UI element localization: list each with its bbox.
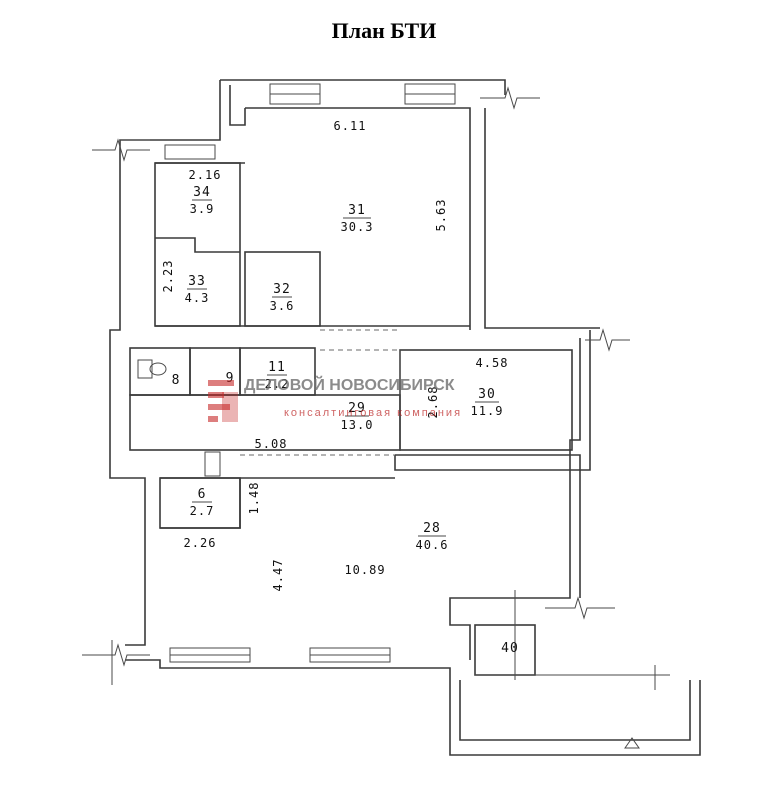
outer-walls — [109, 79, 701, 756]
dim-458: 4.58 — [476, 356, 509, 370]
plan-title: План БТИ — [331, 18, 437, 43]
break-marks — [82, 86, 656, 749]
room-28-number: 28 — [423, 521, 441, 536]
toilet-fixture — [137, 359, 167, 379]
watermark-brand: ДЕЛОВОЙ НОВОСИБИРСК — [244, 375, 455, 394]
watermark: ДЕЛОВОЙ НОВОСИБИРСК консалтинговая компа… — [208, 375, 462, 422]
room-8: 8 — [172, 373, 181, 388]
dim-148: 1.48 — [247, 482, 261, 515]
dim-447: 4.47 — [271, 559, 285, 592]
watermark-logo-icon — [208, 380, 238, 422]
room-31-area: 30.3 — [341, 220, 374, 234]
room-29-number: 29 — [348, 401, 366, 416]
room-33-number: 33 — [188, 274, 206, 289]
room-11: 11 2.2 — [265, 360, 290, 391]
room-11-number: 11 — [268, 360, 286, 375]
room-9: 9 — [226, 371, 235, 386]
interior-walls — [129, 162, 670, 676]
dim-563: 5.63 — [434, 199, 448, 232]
room-8-number: 8 — [172, 373, 181, 388]
room-34: 34 3.9 — [190, 185, 215, 216]
watermark-subtitle: консалтинговая компания — [284, 407, 462, 419]
dimension-labels: 6.11 5.63 2.16 2.23 4.58 2.68 5.08 1.48 … — [161, 119, 509, 592]
room-32-number: 32 — [273, 282, 291, 297]
room-31-number: 31 — [348, 203, 366, 218]
room-34-area: 3.9 — [190, 202, 215, 216]
dim-1089: 10.89 — [344, 563, 385, 577]
room-30: 30 11.9 — [471, 387, 504, 418]
room-9-number: 9 — [226, 371, 235, 386]
room-40: 40 — [501, 641, 519, 656]
dim-508: 5.08 — [255, 437, 288, 451]
room-29-area: 13.0 — [341, 418, 374, 432]
room-28: 28 40.6 — [416, 521, 449, 552]
room-11-area: 2.2 — [265, 377, 290, 391]
room-31: 31 30.3 — [341, 203, 374, 234]
dim-268: 2.68 — [426, 386, 440, 419]
room-6-number: 6 — [198, 487, 207, 502]
room-28-area: 40.6 — [416, 538, 449, 552]
room-34-number: 34 — [193, 185, 211, 200]
dim-223: 2.23 — [161, 260, 175, 293]
room-40-number: 40 — [501, 641, 519, 656]
room-30-area: 11.9 — [471, 404, 504, 418]
room-33: 33 4.3 — [185, 274, 210, 305]
room-6: 6 2.7 — [190, 487, 215, 518]
dim-611: 6.11 — [334, 119, 367, 133]
room-6-area: 2.7 — [190, 504, 215, 518]
room-30-number: 30 — [478, 387, 496, 402]
room-29: 29 13.0 — [341, 401, 374, 432]
dim-226: 2.26 — [184, 536, 217, 550]
room-33-area: 4.3 — [185, 291, 210, 305]
dim-216: 2.16 — [189, 168, 222, 182]
windows — [164, 83, 456, 663]
room-32: 32 3.6 — [270, 282, 295, 313]
room-32-area: 3.6 — [270, 299, 295, 313]
